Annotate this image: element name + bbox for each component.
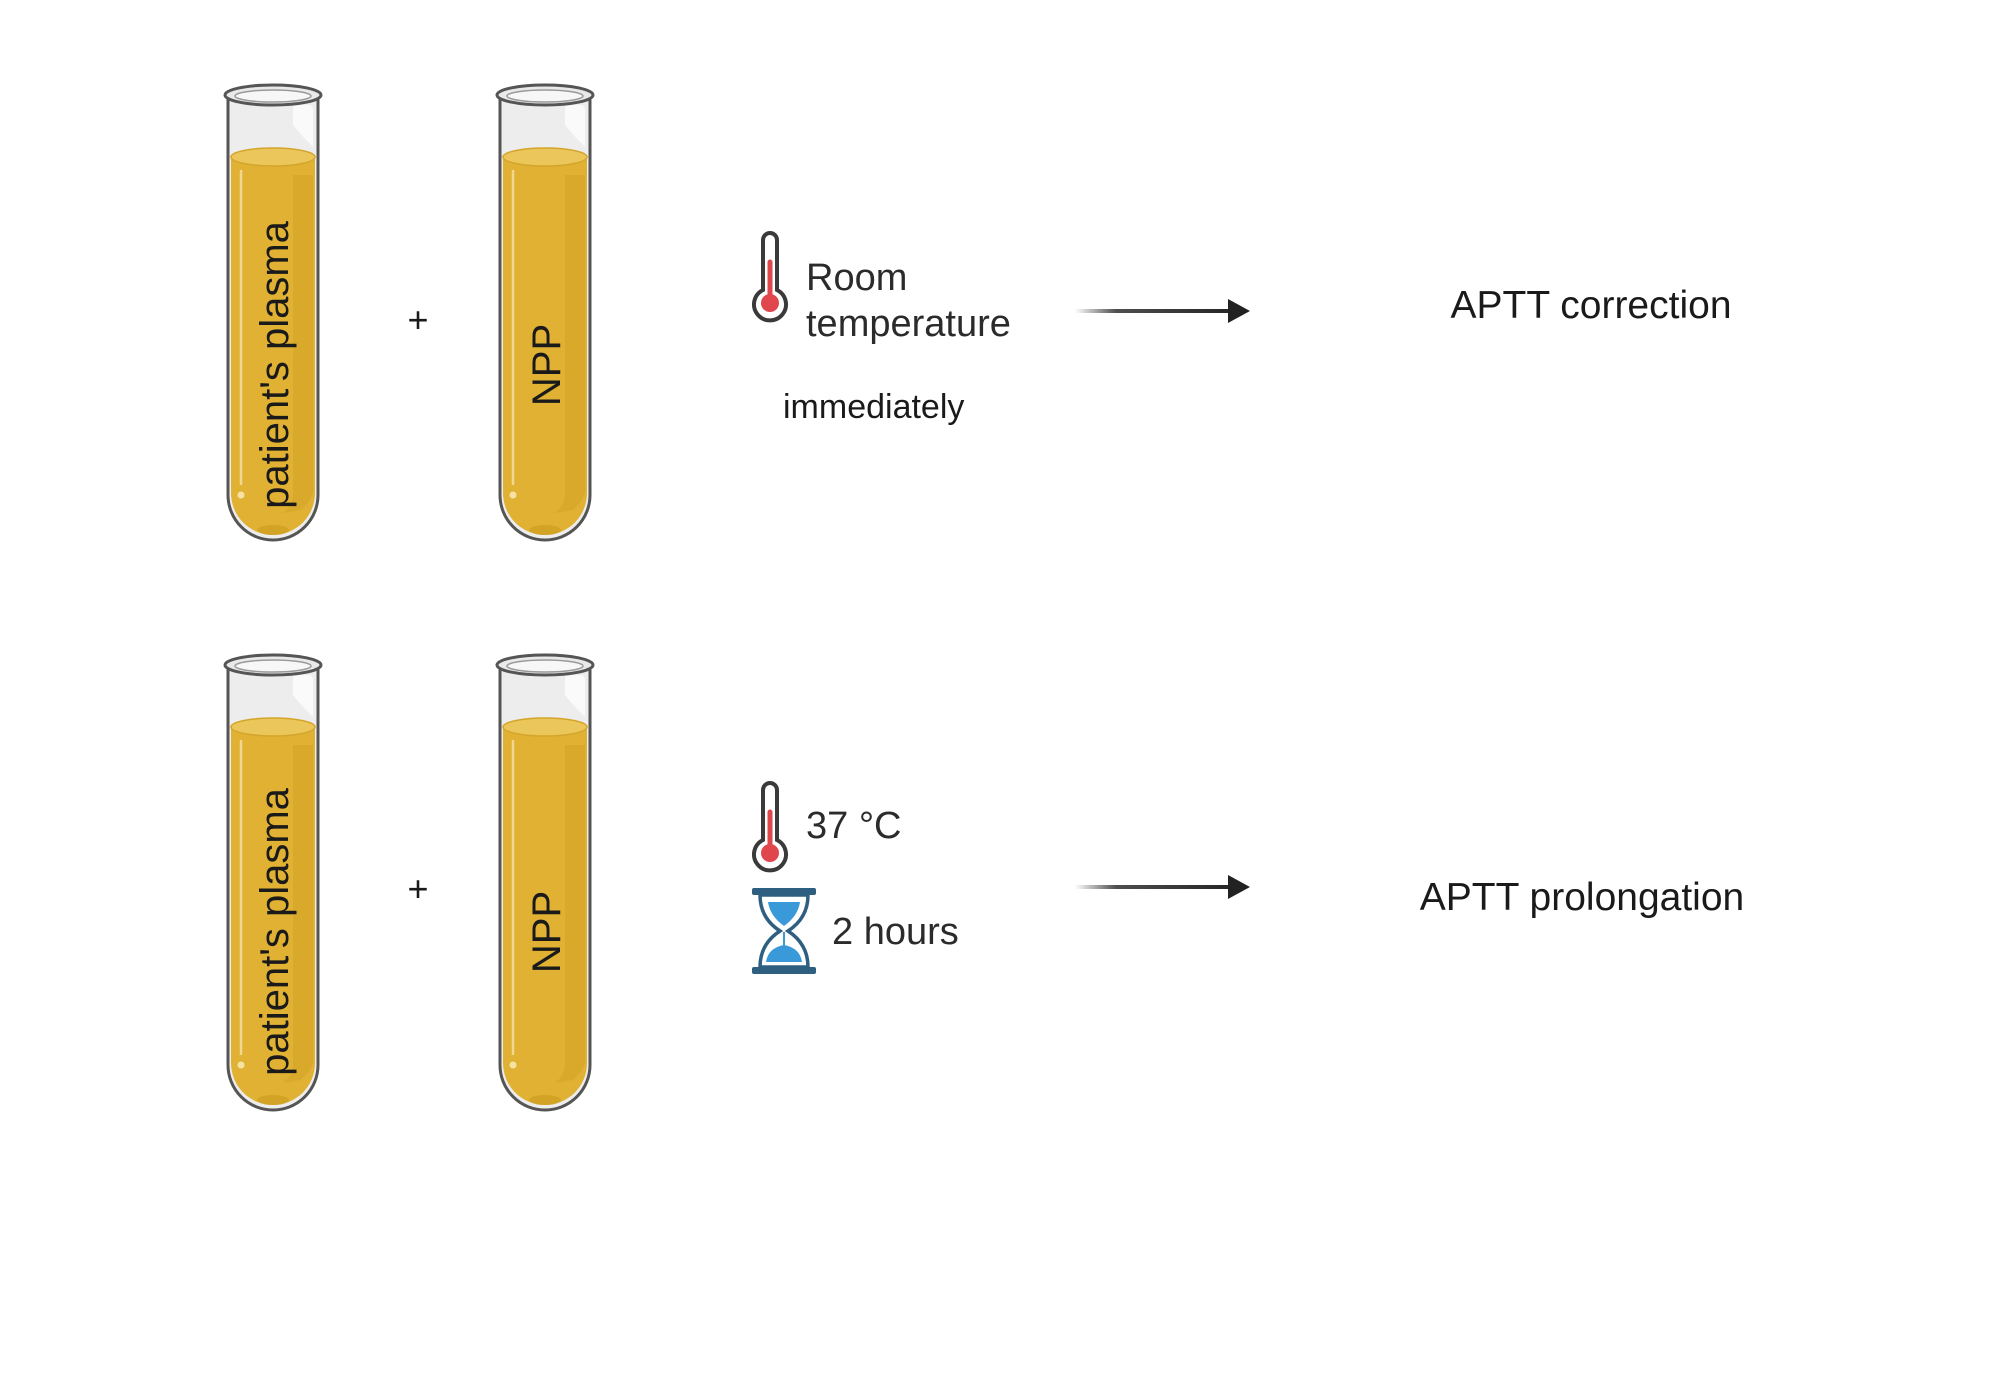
tube-npp-row1: NPP (495, 83, 595, 542)
row-immediate: patient's plasma + NPP Room temperature … (223, 83, 1732, 542)
result-aptt-prolongation: APTT prolongation (1420, 876, 1744, 919)
tube-patient-plasma-row2: patient's plasma (223, 653, 323, 1112)
hourglass-icon (750, 886, 818, 976)
conditions-row2: 37 °C 2 hours (750, 783, 959, 976)
tube-label-npp: NPP (525, 891, 569, 973)
arrow-right-icon (1075, 299, 1250, 323)
arrow-right-icon (1075, 875, 1250, 899)
temperature-line2: temperature (806, 303, 1011, 345)
row-incubated: patient's plasma + NPP 37 °C 2 hours APT… (223, 653, 1744, 1112)
timing-label: immediately (783, 388, 964, 426)
plus-sign: + (407, 868, 428, 909)
tube-patient-plasma-row1: patient's plasma (223, 83, 323, 542)
result-aptt-correction: APTT correction (1450, 284, 1731, 327)
tube-npp-row2: NPP (495, 653, 595, 1112)
conditions-row1: Room temperature immediately (754, 233, 1011, 426)
temperature-line1: Room (806, 257, 907, 299)
plus-sign: + (407, 299, 428, 340)
thermometer-icon (754, 783, 786, 870)
tube-label-patient-plasma: patient's plasma (253, 220, 297, 509)
tube-label-npp: NPP (525, 324, 569, 406)
duration-value: 2 hours (832, 911, 959, 953)
thermometer-icon (754, 233, 786, 320)
temperature-value: 37 °C (806, 805, 901, 847)
tube-label-patient-plasma: patient's plasma (253, 787, 297, 1076)
